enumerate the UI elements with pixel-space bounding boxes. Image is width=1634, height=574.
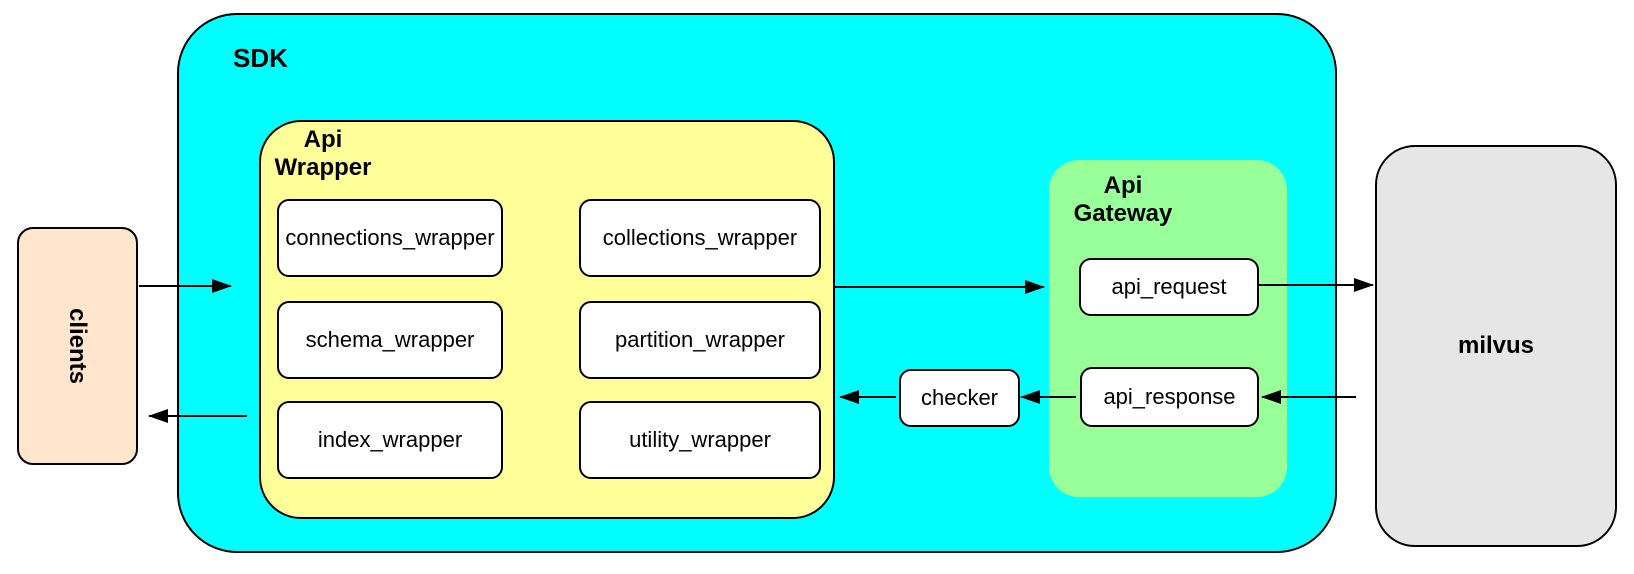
api-gateway-container: Api Gateway api_request api_response (1049, 160, 1287, 497)
schema-wrapper-node: schema_wrapper (277, 301, 503, 379)
milvus-label: milvus (1457, 332, 1535, 359)
clients-node: clients (17, 227, 138, 465)
collections-wrapper-label: collections_wrapper (602, 225, 798, 250)
api-wrapper-label: Api Wrapper (274, 126, 372, 182)
partition-wrapper-label: partition_wrapper (615, 327, 785, 352)
utility-wrapper-label: utility_wrapper (629, 427, 771, 452)
utility-wrapper-node: utility_wrapper (579, 401, 821, 479)
api-gateway-label: Api Gateway (1073, 172, 1173, 228)
schema-wrapper-label: schema_wrapper (305, 327, 475, 352)
sdk-label: SDK (233, 43, 288, 73)
connections-wrapper-node: connections_wrapper (277, 199, 503, 277)
api-wrapper-container: Api Wrapper connections_wrapper collecti… (259, 120, 835, 519)
sdk-container: SDK Api Wrapper connections_wrapper coll… (177, 13, 1337, 553)
checker-label: checker (920, 385, 999, 410)
milvus-node: milvus (1375, 145, 1617, 547)
partition-wrapper-node: partition_wrapper (579, 301, 821, 379)
api-response-node: api_response (1080, 367, 1259, 427)
checker-node: checker (899, 369, 1020, 427)
clients-label: clients (64, 307, 92, 385)
connections-wrapper-label: connections_wrapper (285, 225, 495, 250)
collections-wrapper-node: collections_wrapper (579, 199, 821, 277)
api-request-node: api_request (1079, 258, 1259, 316)
api-response-label: api_response (1103, 384, 1236, 409)
index-wrapper-node: index_wrapper (277, 401, 503, 479)
index-wrapper-label: index_wrapper (317, 427, 463, 452)
api-request-label: api_request (1111, 274, 1227, 299)
